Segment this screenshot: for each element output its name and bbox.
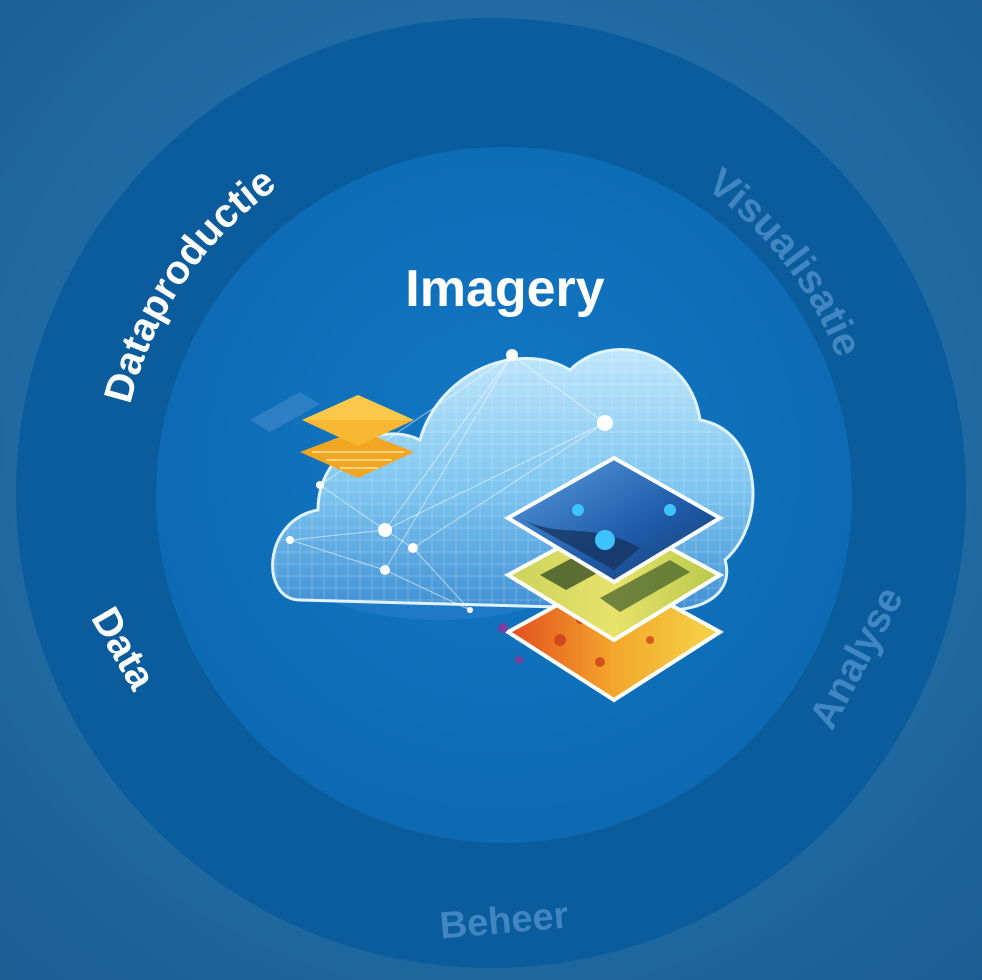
imagery-layers-icon [498, 455, 725, 703]
center-title: Imagery [405, 260, 605, 318]
layer-stack-icon [250, 392, 414, 478]
